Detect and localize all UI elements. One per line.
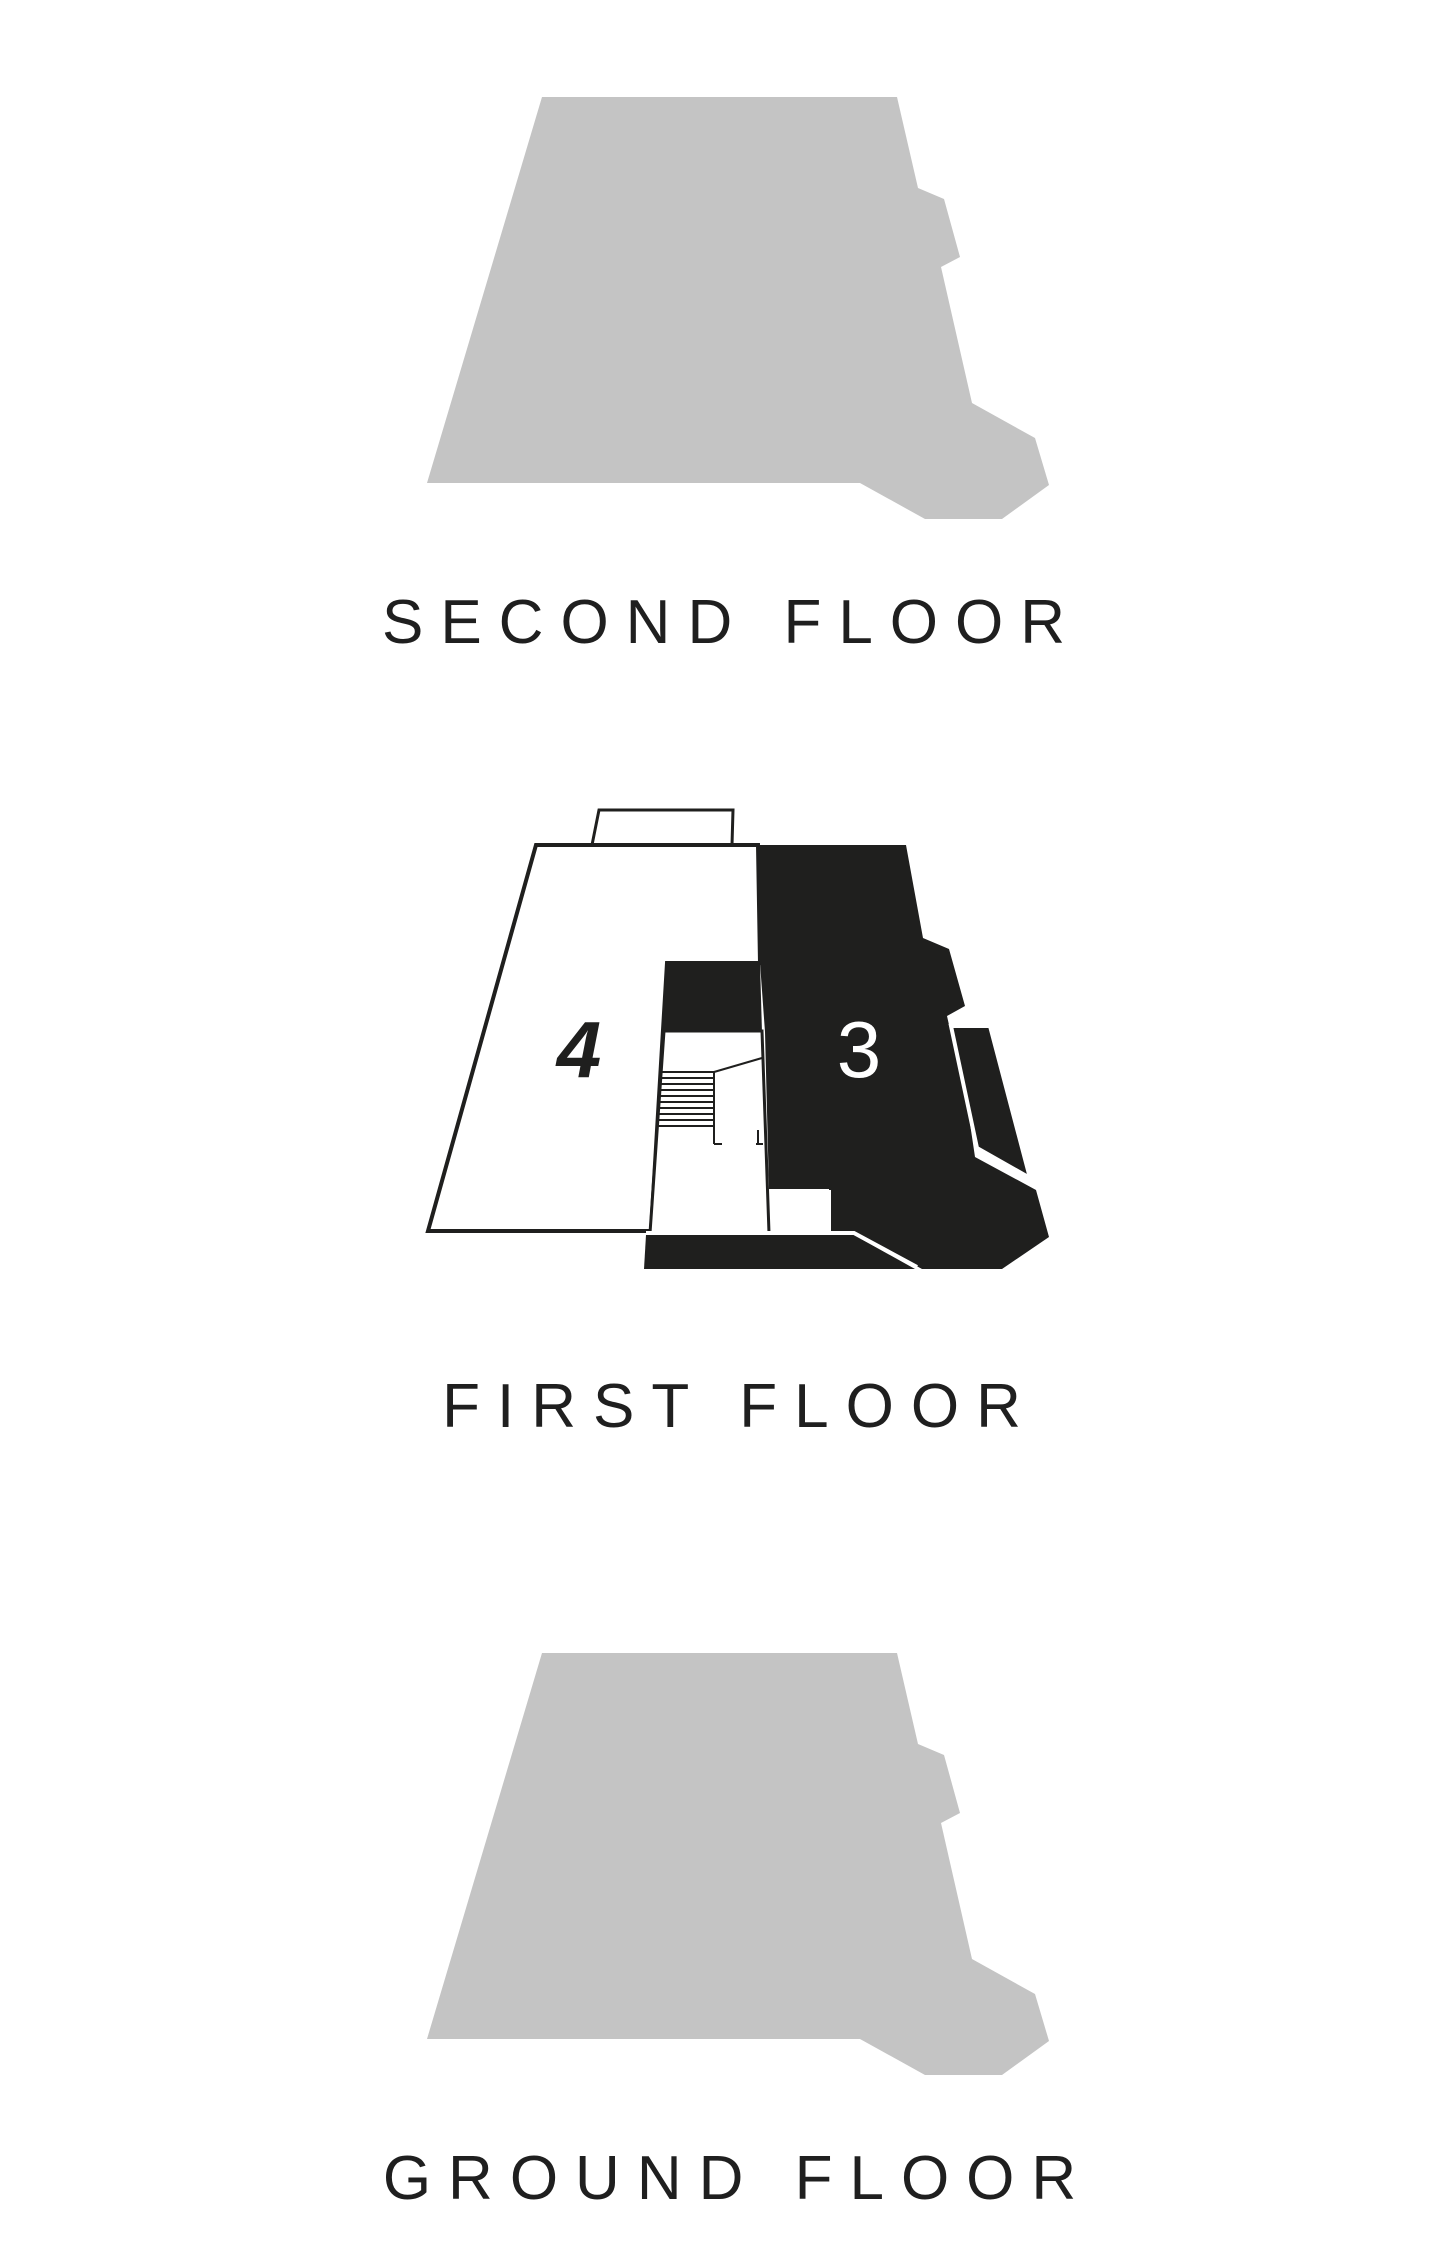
unit-3-number[interactable]: 3 (837, 1005, 882, 1094)
ground-floor-footprint[interactable] (427, 1653, 1049, 2075)
first-floor-label[interactable]: FIRST FLOOR (442, 1372, 1038, 1441)
ground-floor-label[interactable]: GROUND FLOOR (383, 2144, 1093, 2213)
first-floor-east-strip (948, 1024, 1034, 1183)
unit-3-solid[interactable] (758, 845, 1049, 1269)
first-floor-top-projection (590, 808, 735, 846)
unit-3-notch (769, 1189, 829, 1231)
first-floor-south-strip (644, 1235, 915, 1269)
unit-4-number[interactable]: 4 (555, 1005, 602, 1094)
ground-floor[interactable]: GROUND FLOOR (383, 1653, 1093, 2213)
stair-treads (657, 1057, 763, 1145)
second-floor[interactable]: SECOND FLOOR (382, 97, 1082, 657)
second-floor-footprint[interactable] (427, 97, 1049, 519)
second-floor-label[interactable]: SECOND FLOOR (382, 588, 1082, 657)
stair-core (663, 963, 762, 1033)
south-strip-edge (646, 1231, 918, 1269)
first-floor[interactable]: 4 3 FIRST FLOOR (425, 808, 1049, 1441)
